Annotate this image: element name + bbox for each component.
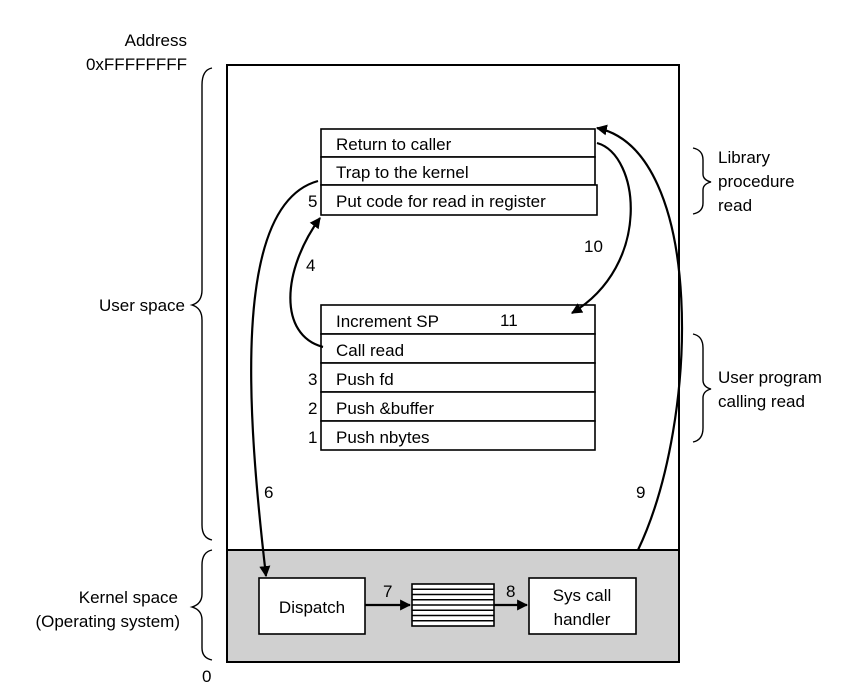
step-label: 6 <box>264 483 273 502</box>
program-row-label: Push nbytes <box>336 428 430 447</box>
program-row-label: Push fd <box>336 370 394 389</box>
program-row-label: Call read <box>336 341 404 360</box>
library-row-label: Put code for read in register <box>336 192 546 211</box>
program-row <box>320 362 596 393</box>
library-procedure-stack: Return to caller Trap to the kernel Put … <box>320 128 598 216</box>
library-label: procedure <box>718 172 795 191</box>
user-program-label: calling read <box>718 392 805 411</box>
step-number: 2 <box>308 399 317 418</box>
user-program-label: User program <box>718 368 822 387</box>
library-row <box>320 184 598 216</box>
arrow-step-10 <box>571 141 632 314</box>
user-space-brace <box>189 67 213 541</box>
step-label: 8 <box>506 582 515 601</box>
kernel-space-sublabel: (Operating system) <box>35 612 180 631</box>
address-top-value: 0xFFFFFFFF <box>86 55 187 74</box>
library-row-label: Return to caller <box>336 135 452 154</box>
step-label: 10 <box>584 237 603 256</box>
address-bottom-value: 0 <box>202 667 211 686</box>
library-brace <box>692 147 712 215</box>
program-row-label: Push &buffer <box>336 399 434 418</box>
user-program-stack: Increment SP Call read Push fd Push &buf… <box>308 304 596 451</box>
step-label: 4 <box>306 256 315 275</box>
program-row <box>320 420 596 451</box>
user-space-label: User space <box>99 296 185 315</box>
sys-call-handler-label: handler <box>554 610 611 629</box>
dispatch-table <box>411 583 495 627</box>
sys-call-handler-box <box>528 577 637 635</box>
step-label: 9 <box>636 483 645 502</box>
step-number: 1 <box>308 428 317 447</box>
arrow-step-9 <box>595 124 684 551</box>
step-label: 7 <box>383 582 392 601</box>
kernel-space-label: Kernel space <box>79 588 178 607</box>
arrow-step-4 <box>289 217 324 349</box>
step-number: 11 <box>500 311 518 330</box>
address-label: Address <box>125 31 187 50</box>
user-program-brace <box>692 333 712 443</box>
library-row-label: Trap to the kernel <box>336 163 469 182</box>
library-row <box>320 156 596 186</box>
step-number: 3 <box>308 370 317 389</box>
arrow-step-6 <box>250 179 319 578</box>
sys-call-handler-label: Sys call <box>553 586 612 605</box>
program-row-label: Increment SP <box>336 312 439 331</box>
library-label: Library <box>718 148 770 167</box>
program-row <box>320 304 596 335</box>
step-number: 5 <box>308 192 317 211</box>
library-label: read <box>718 196 752 215</box>
dispatch-label: Dispatch <box>279 598 345 617</box>
kernel-space-brace <box>189 549 213 661</box>
